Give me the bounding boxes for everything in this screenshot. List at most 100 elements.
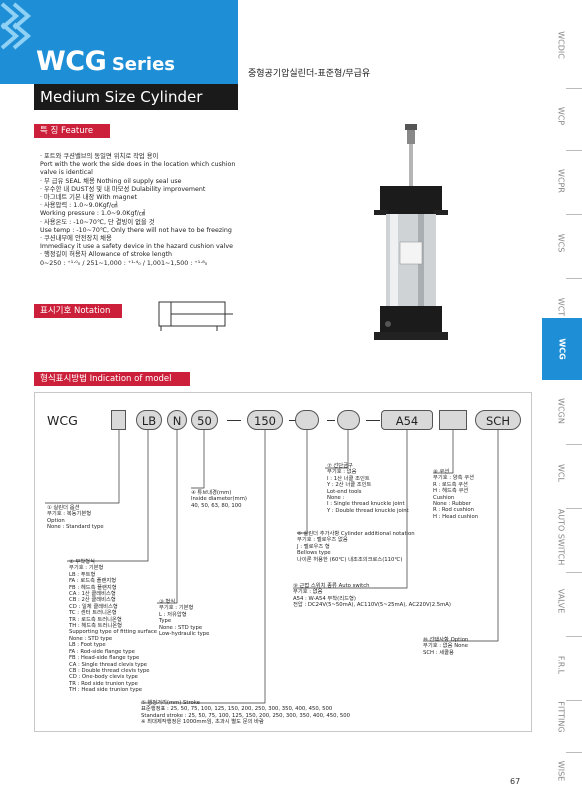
feature-line: · 쿠션내부에 안전장치 채용 [40, 235, 112, 243]
note-line: ③ 형식 [159, 599, 176, 605]
note-line: ⑥ 실린더 추가사항 Cylinder additional notation [297, 531, 415, 537]
separator-dash [366, 420, 380, 421]
divider [566, 278, 582, 279]
sidebar-item-wise[interactable]: WISE [556, 760, 566, 782]
note-line: 전압 : DC24V(5~50mA), AC110V(5~25mA), AC22… [293, 602, 451, 609]
note-line: CD : 일체 클레비스형 [69, 603, 118, 610]
note-line: TR : Rod side trunion type [69, 680, 138, 687]
series-title: WCG Series [36, 46, 175, 77]
note-line: TR : 로드측 트러니온형 [69, 616, 122, 623]
series-name: WCG [36, 46, 107, 77]
subtitle-bar: Medium Size Cylinder [34, 84, 238, 110]
code-option: SCH [475, 410, 521, 430]
note-line: CA : Single thread clevis type [69, 661, 148, 668]
sidebar-item-wcgn[interactable]: WCGN [556, 398, 566, 424]
note-line: TH : 헤드측 트러니온형 [69, 623, 123, 630]
sidebar-item-fitting[interactable]: FITTING [556, 701, 566, 733]
divider [566, 700, 582, 701]
note-line: R : 로드측 쿠션 [433, 481, 468, 488]
divider [566, 214, 582, 215]
note-line: ④ 튜브내경(mm) [191, 490, 232, 496]
note-line: 무기호 : 벨로우즈 없음 [297, 537, 348, 544]
feature-line: · 마그네트 기본 내장 With magnet [40, 194, 137, 202]
notation-heading: 표시기호 Notation [34, 304, 122, 318]
note-line: J : 벨로우즈 형 [297, 543, 330, 550]
note-line: Y : Double thread knuckle joint [327, 507, 409, 514]
note-line: ※ 최대제작행정은 1000mm임, 초과시 별도 문의 바람 [141, 719, 264, 726]
feature-line: 0~250 : ⁺¹·⁰₀ / 251~1,000 : ⁺¹·⁴₀ / 1,00… [40, 259, 208, 267]
separator-dash [327, 420, 335, 421]
divider [566, 150, 582, 151]
note-line: CD : One-body clevis type [69, 674, 138, 681]
note-line: FB : 헤드측 플랜지형 [69, 584, 117, 591]
sidebar-item-wcpr[interactable]: WCPR [556, 169, 566, 193]
note-line: 무기호 : 기본형 [69, 565, 104, 572]
note-line: 표준행정표 : 25, 50, 75, 100, 125, 150, 200, … [141, 706, 333, 713]
divider [566, 444, 582, 445]
series-suffix: Series [111, 54, 175, 75]
note-line: None : Standard type [47, 524, 104, 531]
divider [566, 636, 582, 637]
header-band [0, 0, 238, 84]
leader-lines [45, 430, 499, 704]
note-line: CA : 1산 클레비스형 [69, 591, 116, 598]
note-line: FA : Rod-side flange type [69, 648, 135, 655]
code-lot-end-empty [337, 410, 360, 430]
cylinder-product-image [374, 124, 448, 340]
note-line: I : 1산 너클 조인트 [327, 475, 370, 482]
model-heading: 형식표시방법 Indication of model [34, 372, 190, 386]
feature-line: · 행정길이 허용차 Allowance of stroke length [40, 251, 173, 259]
note-line: LB : 푸트형 [69, 571, 96, 578]
note-line: Lot-end tools [327, 488, 362, 495]
feature-line: · 사용압력 : 1.0~9.0Kgf/㎠ [40, 202, 118, 210]
note-line: ⑦ 선단금구 [327, 463, 353, 469]
feature-line: · 사용온도 : -10~70℃, 단 결빙이 없을 것 [40, 218, 155, 226]
code-additional-empty [295, 410, 319, 430]
korean-title: 중형공기압실린더-표준형/무급유 [248, 69, 371, 79]
sidebar-item-wcs[interactable]: WCS [556, 233, 566, 253]
sidebar-item-wcl[interactable]: WCL [556, 464, 566, 482]
note-line: H : 헤드측 쿠션 [433, 488, 469, 495]
note-line: Inside diameter(mm) [191, 496, 247, 503]
sidebar-item-wcg[interactable]: WCG [542, 318, 582, 380]
note-line: TC : 센터 트러니온형 [69, 610, 117, 617]
code-option-box [111, 410, 126, 430]
note-line: CB : Double thread clevis type [69, 667, 150, 674]
sidebar-item-wcp[interactable]: WCP [556, 106, 566, 126]
page-number: 67 [510, 777, 521, 786]
sidebar-item-wcdic[interactable]: WCDIC [556, 31, 566, 59]
sidebar-item-auto-switch[interactable]: AUTO SWITCH [556, 508, 566, 566]
separator-dash [227, 420, 241, 421]
note-line: None : Rubber [433, 501, 471, 508]
feature-line: Working pressure : 1.0~9.0Kgf/㎠ [40, 210, 146, 218]
note-line: Cushion [433, 494, 455, 501]
note-line: 무기호 : 복동기본형 [47, 511, 92, 518]
note-line: LB : Foot type [69, 642, 106, 649]
note-line: 무기호 : 없음 None [423, 643, 469, 650]
note-line: 나이론 허용한 (60℃) 내조조의크로스(110℃) [297, 556, 403, 563]
feature-line: · 포트와 쿠션밸브의 동일면 위치로 작업 용이 [40, 153, 159, 160]
feature-line: Immediacy it use a safety device in the … [40, 243, 233, 251]
note-line: TH : Head side trunion type [69, 687, 142, 694]
note-line: R : Rod cushion [433, 507, 475, 514]
note-line: Standard stroke : 25, 50, 75, 100, 125, … [141, 712, 350, 719]
note-line: H : Head cushion [433, 513, 479, 520]
note-line: Y : 2산 너클 조인트 [327, 482, 372, 489]
feature-line: · 무 급유 SEAL 채용 Nothing oil supply seal u… [40, 177, 182, 185]
note-line: FB : Head-side flange type [69, 655, 140, 662]
code-cushion-box [439, 410, 467, 430]
feature-line: valve is identical [40, 169, 93, 177]
note-line: 40, 50, 63, 80, 100 [191, 502, 242, 509]
sidebar-item-valve[interactable]: VALVE [556, 588, 566, 614]
note-line: Supporting type of fitting surface [69, 629, 158, 636]
